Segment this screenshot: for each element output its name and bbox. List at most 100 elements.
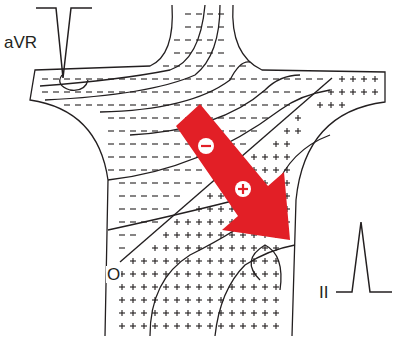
charge-mark xyxy=(143,258,144,264)
charge-mark xyxy=(119,182,125,183)
charge-mark xyxy=(297,128,298,134)
charge-mark xyxy=(207,52,213,53)
charge-mark xyxy=(275,271,276,277)
charge-mark xyxy=(174,130,180,131)
charge-mark xyxy=(220,219,221,225)
charge-mark xyxy=(275,310,276,316)
charge-mark xyxy=(130,91,136,92)
charge-mark xyxy=(119,234,125,235)
charge-mark xyxy=(275,284,276,290)
charge-mark xyxy=(163,169,169,170)
charge-mark xyxy=(152,169,158,170)
charge-mark xyxy=(209,206,210,212)
charge-mark xyxy=(119,169,125,170)
charge-mark xyxy=(152,156,158,157)
charge-mark xyxy=(242,310,243,316)
charge-mark xyxy=(209,245,210,251)
charge-mark xyxy=(240,143,246,144)
charge-mark xyxy=(229,104,235,105)
charge-mark xyxy=(174,52,180,53)
charge-mark xyxy=(163,143,169,144)
charge-mark xyxy=(132,297,133,303)
charge-mark xyxy=(207,78,213,79)
charge-mark xyxy=(119,156,125,157)
charge-mark xyxy=(165,258,166,264)
charge-mark xyxy=(64,104,70,105)
charge-mark xyxy=(185,182,191,183)
charge-mark xyxy=(176,232,177,238)
charge-mark xyxy=(220,271,221,277)
charge-mark xyxy=(174,156,180,157)
charge-mark xyxy=(152,104,158,105)
charge-mark xyxy=(97,78,103,79)
charge-mark xyxy=(187,232,188,238)
charge-mark xyxy=(240,78,246,79)
charge-mark xyxy=(275,258,276,264)
charge-mark xyxy=(220,297,221,303)
charge-mark xyxy=(154,310,155,316)
charge-mark xyxy=(253,154,254,160)
charge-mark xyxy=(229,117,235,118)
axis-label: O xyxy=(106,266,121,283)
charge-mark xyxy=(119,247,125,248)
charge-mark xyxy=(253,284,254,290)
charge-mark xyxy=(273,91,279,92)
charge-mark xyxy=(220,323,221,329)
charge-mark xyxy=(251,130,257,131)
charge-mark xyxy=(218,65,224,66)
charge-mark xyxy=(130,78,136,79)
charge-mark xyxy=(141,208,147,209)
charge-mark xyxy=(253,297,254,303)
charge-mark xyxy=(196,169,202,170)
charge-mark xyxy=(132,258,133,264)
charge-mark xyxy=(53,91,59,92)
charge-mark xyxy=(196,26,202,27)
charge-mark xyxy=(174,104,180,105)
charge-mark xyxy=(220,258,221,264)
charge-mark xyxy=(196,65,202,66)
charge-mark xyxy=(253,271,254,277)
charge-mark xyxy=(253,245,254,251)
charge-mark xyxy=(176,245,177,251)
charge-mark xyxy=(262,104,268,105)
charge-mark xyxy=(341,89,342,95)
charge-mark xyxy=(185,169,191,170)
charge-mark xyxy=(264,297,265,303)
charge-mark xyxy=(130,208,136,209)
charge-mark xyxy=(275,323,276,329)
charge-mark xyxy=(220,232,221,238)
charge-mark xyxy=(209,297,210,303)
charge-mark xyxy=(174,182,180,183)
charge-mark xyxy=(119,117,125,118)
charge-mark xyxy=(152,195,158,196)
charge-mark xyxy=(251,117,257,118)
charge-mark xyxy=(163,156,169,157)
charge-mark xyxy=(163,195,169,196)
charge-mark xyxy=(284,104,290,105)
charge-mark xyxy=(163,208,169,209)
charge-mark xyxy=(264,167,265,173)
charge-mark xyxy=(121,297,122,303)
charge-mark xyxy=(251,91,257,92)
body-outline xyxy=(233,5,385,336)
charge-mark xyxy=(141,130,147,131)
charge-mark xyxy=(253,258,254,264)
charge-mark xyxy=(251,104,257,105)
charge-mark xyxy=(165,297,166,303)
charge-mark xyxy=(163,130,169,131)
isochrone-line xyxy=(40,5,205,86)
isochrone-line xyxy=(60,75,88,90)
charge-mark xyxy=(198,219,199,225)
charge-mark xyxy=(207,39,213,40)
charge-mark xyxy=(108,91,114,92)
charge-mark xyxy=(352,89,353,95)
charge-mark xyxy=(174,39,180,40)
charge-mark xyxy=(374,89,375,95)
lead-label: aVR xyxy=(3,34,38,51)
charge-mark xyxy=(198,258,199,264)
charge-mark xyxy=(198,323,199,329)
charge-mark xyxy=(207,13,213,14)
charge-mark xyxy=(130,169,136,170)
charge-mark xyxy=(42,91,48,92)
